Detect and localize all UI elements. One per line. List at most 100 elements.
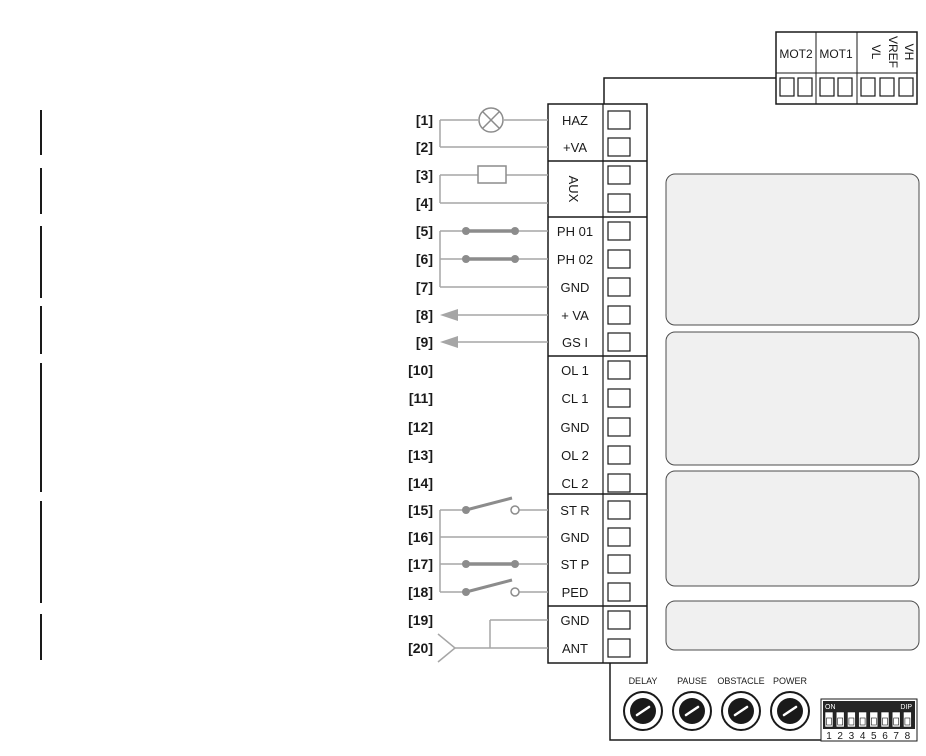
terminal-screw <box>607 360 631 380</box>
push-buttons <box>462 496 520 597</box>
terminal-index: [17] <box>408 556 433 572</box>
controls-border <box>609 663 917 741</box>
terminal-index: [6] <box>416 251 433 267</box>
terminal-index: [15] <box>408 502 433 518</box>
terminal-index: [5] <box>416 223 433 239</box>
terminal-name: OL 2 <box>561 448 589 463</box>
dip-number: 1 <box>826 731 832 742</box>
terminal-screw <box>607 110 631 130</box>
terminal-index: [13] <box>408 447 433 463</box>
terminal-name: ST R <box>560 503 589 518</box>
dip-number: 8 <box>905 731 911 742</box>
terminal-name: HAZ <box>562 113 588 128</box>
terminal-screw <box>607 500 631 520</box>
mot2-label: MOT2 <box>779 47 813 61</box>
terminal-index: [1] <box>416 112 433 128</box>
trimmer-label: PAUSE <box>677 676 707 686</box>
terminal-name: GND <box>561 530 590 545</box>
dip-toggle-lever <box>826 717 832 726</box>
terminal-screw <box>607 610 631 630</box>
terminal-index: [2] <box>416 139 433 155</box>
header-terminal-screw <box>879 77 895 97</box>
terminal-name: +VA <box>563 140 587 155</box>
terminal-name: ANT <box>562 641 588 656</box>
photocell-contacts <box>462 227 519 263</box>
info-panels <box>665 173 920 651</box>
dip-number: 5 <box>871 731 877 742</box>
motor-header: MOT2 MOT1 VL VREF VH <box>775 31 918 105</box>
terminal-screw <box>607 277 631 297</box>
terminal-index: [18] <box>408 584 433 600</box>
header-wire <box>603 77 776 104</box>
terminal-index: [16] <box>408 529 433 545</box>
dip-number: 4 <box>860 731 866 742</box>
dip-toggle-lever <box>893 717 900 726</box>
terminal-screw <box>607 527 631 547</box>
terminal-screw <box>607 473 631 493</box>
header-terminal-screw <box>779 77 795 97</box>
dip-toggle-lever <box>837 717 844 726</box>
terminal-index: [20] <box>408 640 433 656</box>
terminal-name: CL 2 <box>562 476 589 491</box>
dip-on-label: ON <box>825 704 836 711</box>
terminal-name: AUX <box>566 176 581 203</box>
terminal-index: [8] <box>416 307 433 323</box>
external-wiring <box>437 119 548 663</box>
terminal-index: [11] <box>409 390 433 406</box>
terminal-screw <box>607 165 631 185</box>
terminal-screw <box>607 137 631 157</box>
terminal-name: GND <box>561 280 590 295</box>
terminal-name: GND <box>561 613 590 628</box>
trimmer-slot <box>782 705 798 717</box>
terminal-name: GS I <box>562 335 588 350</box>
dip-number: 6 <box>882 731 888 742</box>
dip-label: DIP <box>900 704 912 711</box>
trimmer-label: OBSTACLE <box>717 676 764 686</box>
terminal-name: OL 1 <box>561 363 589 378</box>
terminal-strip: HAZ +VA PH 01 PH 02 GND + VA GS I OL 1 CL 1 GND OL… <box>408 103 648 664</box>
terminal-name: + VA <box>561 308 589 323</box>
terminal-name: PH 02 <box>557 252 593 267</box>
trimmer-slot <box>733 705 749 717</box>
terminal-screw <box>607 582 631 602</box>
terminal-name: CL 1 <box>562 391 589 406</box>
terminal-index: [9] <box>416 334 433 350</box>
mot1-label: MOT1 <box>819 47 853 61</box>
terminal-index: [19] <box>408 612 433 628</box>
dip-number: 7 <box>893 731 899 742</box>
terminal-screw <box>607 249 631 269</box>
dip-toggle-lever <box>859 717 866 726</box>
terminal-screw <box>607 417 631 437</box>
terminal-index: [14] <box>408 475 433 491</box>
header-terminal-screw <box>860 77 876 97</box>
panel-2 <box>665 331 920 466</box>
terminal-screw <box>607 221 631 241</box>
header-terminal-screw <box>797 77 813 97</box>
terminal-screw <box>607 388 631 408</box>
terminal-index: [12] <box>408 419 433 435</box>
terminal-index: [3] <box>416 167 433 183</box>
terminal-name: PH 01 <box>557 224 593 239</box>
terminal-index: [4] <box>416 195 433 211</box>
terminal-screw <box>607 638 631 658</box>
terminal-index: [10] <box>408 362 433 378</box>
dip-toggle-lever <box>870 717 877 726</box>
lamp-icon <box>478 107 504 133</box>
dip-number: 3 <box>849 731 855 742</box>
trimmer-slot <box>684 705 700 717</box>
panel-4 <box>665 600 920 651</box>
panel-1 <box>665 173 920 326</box>
panel-3 <box>665 470 920 587</box>
terminal-name: PED <box>562 585 589 600</box>
aux-load-icon <box>477 165 507 184</box>
vl-label: VL <box>869 45 883 60</box>
header-terminal-screw <box>819 77 835 97</box>
dip-toggle-lever <box>882 717 888 726</box>
vh-label: VH <box>902 44 916 61</box>
trimmer-label: POWER <box>773 676 808 686</box>
vref-label: VREF <box>886 36 900 68</box>
terminal-index: [7] <box>416 279 433 295</box>
output-arrows <box>440 309 458 348</box>
dip-number: 2 <box>837 731 843 742</box>
